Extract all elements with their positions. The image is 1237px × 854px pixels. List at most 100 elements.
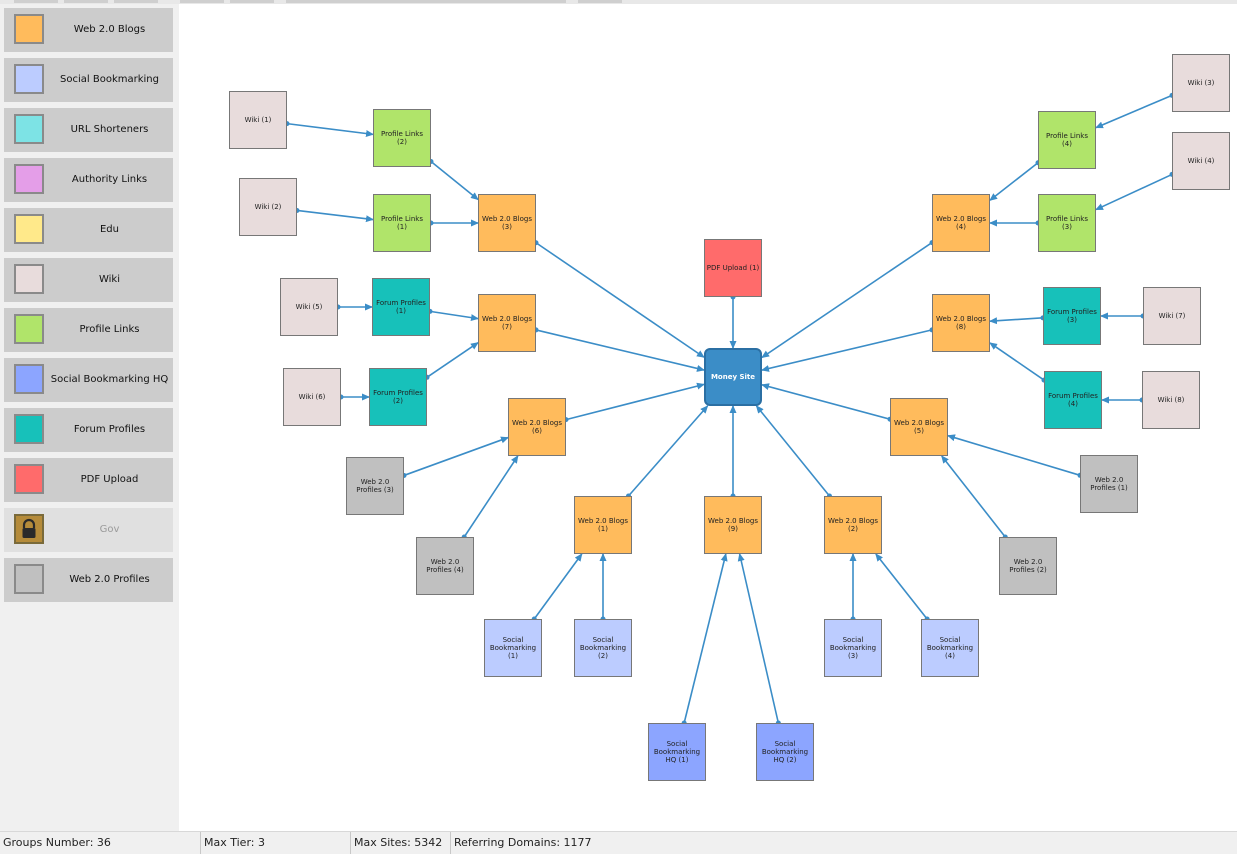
edge-b5-to-money bbox=[761, 383, 891, 420]
edge-b3-to-money bbox=[535, 242, 705, 358]
node-profile-links-4[interactable]: Profile Links (4) bbox=[1038, 111, 1096, 169]
legend-item-social-bookmarking-hq[interactable]: Social Bookmarking HQ bbox=[4, 358, 173, 402]
edge-w3-to-pl4 bbox=[1095, 94, 1173, 129]
legend-swatch bbox=[14, 464, 44, 494]
edge-wp2-to-b5 bbox=[941, 455, 1006, 538]
node-wiki-2[interactable]: Wiki (2) bbox=[239, 178, 297, 236]
node-wiki-4[interactable]: Wiki (4) bbox=[1172, 132, 1230, 190]
referring-domains-status: Referring Domains: 1177 bbox=[450, 832, 750, 854]
legend-swatch bbox=[14, 364, 44, 394]
edge-w2-to-pl1 bbox=[296, 209, 374, 223]
legend-label: Edu bbox=[99, 224, 119, 235]
legend-item-web-2-0-profiles[interactable]: Web 2.0 Profiles bbox=[4, 558, 173, 602]
legend-item-url-shorteners[interactable]: URL Shorteners bbox=[4, 108, 173, 152]
top-toolbar-strip bbox=[0, 0, 1237, 4]
legend-swatch bbox=[14, 164, 44, 194]
edge-b2-to-money bbox=[755, 405, 831, 497]
node-wiki-1[interactable]: Wiki (1) bbox=[229, 91, 287, 149]
edge-fp2-to-b7 bbox=[426, 342, 479, 378]
node-web-2-0-blogs-5[interactable]: Web 2.0 Blogs (5) bbox=[890, 398, 948, 456]
node-web-2-0-profiles-2[interactable]: Web 2.0 Profiles (2) bbox=[999, 537, 1057, 595]
edge-b1-to-money bbox=[627, 405, 709, 497]
legend-label: Social Bookmarking HQ bbox=[50, 374, 169, 385]
edge-b7-to-money bbox=[535, 329, 705, 372]
node-social-bookmarking-3[interactable]: Social Bookmarking (3) bbox=[824, 619, 882, 677]
node-web-2-0-blogs-2[interactable]: Web 2.0 Blogs (2) bbox=[824, 496, 882, 554]
legend-item-gov[interactable]: Gov bbox=[4, 508, 173, 552]
node-web-2-0-blogs-7[interactable]: Web 2.0 Blogs (7) bbox=[478, 294, 536, 352]
edge-fp4-to-b8 bbox=[989, 342, 1045, 381]
legend-label: Social Bookmarking bbox=[60, 74, 159, 85]
legend-swatch bbox=[14, 214, 44, 244]
legend-swatch bbox=[14, 114, 44, 144]
edge-b8-to-money bbox=[761, 329, 933, 372]
legend-swatch bbox=[14, 564, 44, 594]
legend-item-pdf-upload[interactable]: PDF Upload bbox=[4, 458, 173, 502]
node-profile-links-3[interactable]: Profile Links (3) bbox=[1038, 194, 1096, 252]
node-web-2-0-profiles-1[interactable]: Web 2.0 Profiles (1) bbox=[1080, 455, 1138, 513]
legend-label: Gov bbox=[99, 524, 120, 535]
legend-swatch bbox=[14, 314, 44, 344]
node-social-bookmarking-hq-1[interactable]: Social Bookmarking HQ (1) bbox=[648, 723, 706, 781]
node-web-2-0-blogs-6[interactable]: Web 2.0 Blogs (6) bbox=[508, 398, 566, 456]
edge-hq2-to-b9 bbox=[737, 553, 780, 724]
node-web-2-0-profiles-4[interactable]: Web 2.0 Profiles (4) bbox=[416, 537, 474, 595]
legend-label: PDF Upload bbox=[80, 474, 139, 485]
lock-icon bbox=[14, 514, 44, 544]
legend-label: Profile Links bbox=[79, 324, 140, 335]
legend-label: Web 2.0 Blogs bbox=[73, 24, 146, 35]
node-money-site[interactable]: Money Site bbox=[704, 348, 762, 406]
node-social-bookmarking-hq-2[interactable]: Social Bookmarking HQ (2) bbox=[756, 723, 814, 781]
edge-pl4-to-b4 bbox=[989, 162, 1039, 201]
legend-swatch bbox=[14, 414, 44, 444]
legend-label: Wiki bbox=[98, 274, 120, 285]
legend-item-profile-links[interactable]: Profile Links bbox=[4, 308, 173, 352]
node-forum-profiles-1[interactable]: Forum Profiles (1) bbox=[372, 278, 430, 336]
node-wiki-6[interactable]: Wiki (6) bbox=[283, 368, 341, 426]
edge-sb4-to-b2 bbox=[875, 553, 928, 620]
edge-b4-to-money bbox=[761, 241, 933, 359]
legend-item-forum-profiles[interactable]: Forum Profiles bbox=[4, 408, 173, 452]
legend-swatch bbox=[14, 264, 44, 294]
diagram-canvas[interactable]: Money Site PDF Upload (1) Web 2.0 Blogs (1… bbox=[179, 4, 1237, 831]
node-web-2-0-blogs-3[interactable]: Web 2.0 Blogs (3) bbox=[478, 194, 536, 252]
node-social-bookmarking-1[interactable]: Social Bookmarking (1) bbox=[484, 619, 542, 677]
legend-item-web-2-0-blogs[interactable]: Web 2.0 Blogs bbox=[4, 8, 173, 52]
node-web-2-0-blogs-1[interactable]: Web 2.0 Blogs (1) bbox=[574, 496, 632, 554]
node-wiki-3[interactable]: Wiki (3) bbox=[1172, 54, 1230, 112]
node-web-2-0-blogs-9[interactable]: Web 2.0 Blogs (9) bbox=[704, 496, 762, 554]
edge-wp3-to-b6 bbox=[403, 436, 509, 477]
edge-w1-to-pl2 bbox=[286, 122, 374, 137]
node-wiki-5[interactable]: Wiki (5) bbox=[280, 278, 338, 336]
node-web-2-0-blogs-4[interactable]: Web 2.0 Blogs (4) bbox=[932, 194, 990, 252]
node-forum-profiles-2[interactable]: Forum Profiles (2) bbox=[369, 368, 427, 426]
legend-label: Web 2.0 Profiles bbox=[69, 574, 150, 585]
legend-item-edu[interactable]: Edu bbox=[4, 208, 173, 252]
node-forum-profiles-3[interactable]: Forum Profiles (3) bbox=[1043, 287, 1101, 345]
node-social-bookmarking-2[interactable]: Social Bookmarking (2) bbox=[574, 619, 632, 677]
legend-item-social-bookmarking[interactable]: Social Bookmarking bbox=[4, 58, 173, 102]
legend-item-authority-links[interactable]: Authority Links bbox=[4, 158, 173, 202]
edge-wp1-to-b5 bbox=[947, 434, 1081, 477]
edge-b6-to-money bbox=[565, 382, 705, 421]
edge-pl2-to-b3 bbox=[430, 160, 479, 201]
node-forum-profiles-4[interactable]: Forum Profiles (4) bbox=[1044, 371, 1102, 429]
node-wiki-7[interactable]: Wiki (7) bbox=[1143, 287, 1201, 345]
node-social-bookmarking-4[interactable]: Social Bookmarking (4) bbox=[921, 619, 979, 677]
node-web-2-0-blogs-8[interactable]: Web 2.0 Blogs (8) bbox=[932, 294, 990, 352]
edge-sb1-to-b1 bbox=[533, 553, 583, 620]
edge-hq1-to-b9 bbox=[683, 553, 728, 724]
legend-swatch bbox=[14, 14, 44, 44]
node-profile-links-2[interactable]: Profile Links (2) bbox=[373, 109, 431, 167]
edge-fp1-to-b7 bbox=[429, 310, 479, 322]
status-bar: Groups Number: 36 Max Tier: 3 Max Sites:… bbox=[0, 831, 1237, 854]
legend-item-wiki[interactable]: Wiki bbox=[4, 258, 173, 302]
legend-label: URL Shorteners bbox=[70, 124, 149, 135]
node-wiki-8[interactable]: Wiki (8) bbox=[1142, 371, 1200, 429]
node-profile-links-1[interactable]: Profile Links (1) bbox=[373, 194, 431, 252]
max-sites-status: Max Sites: 5342 bbox=[350, 832, 450, 854]
legend-swatch bbox=[14, 64, 44, 94]
legend-label: Forum Profiles bbox=[73, 424, 146, 435]
node-pdf-upload-1[interactable]: PDF Upload (1) bbox=[704, 239, 762, 297]
node-web-2-0-profiles-3[interactable]: Web 2.0 Profiles (3) bbox=[346, 457, 404, 515]
